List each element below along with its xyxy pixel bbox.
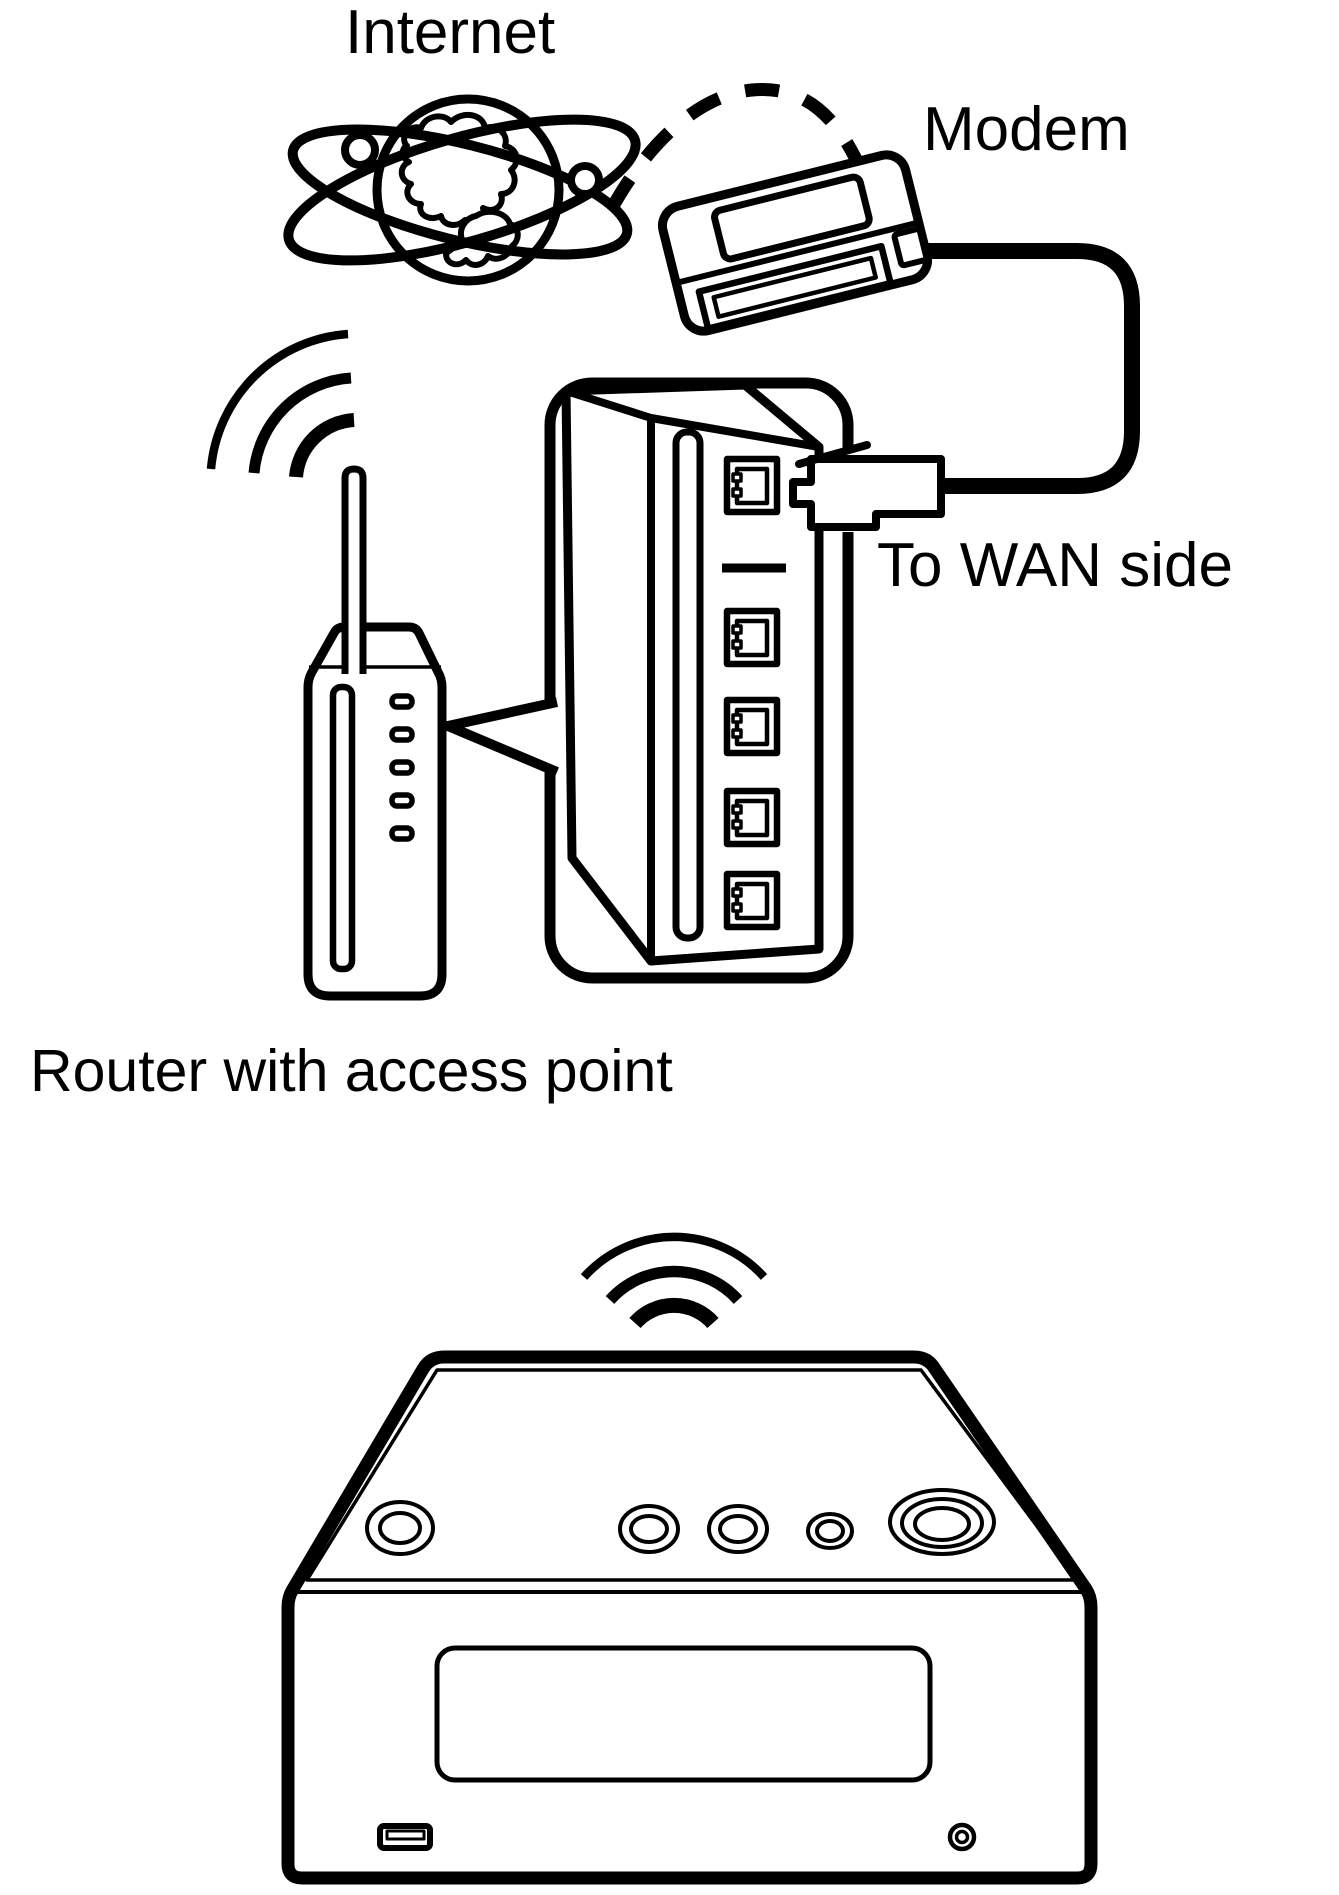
label-to-wan-side: To WAN side (877, 531, 1234, 600)
label-router-with-access-point: Router with access point (30, 1038, 673, 1104)
rj45-plug-icon (789, 441, 945, 531)
wifi-router-icon (206, 329, 447, 1001)
lan-port-icon (723, 870, 781, 931)
satellite-node-icon (567, 162, 603, 198)
knob-icon (618, 1504, 680, 1554)
label-modem: Modem (923, 95, 1130, 164)
status-led-icon (389, 693, 415, 842)
ethernet-cable (895, 243, 1140, 494)
knob-icon (707, 1504, 769, 1554)
modem-screen (711, 173, 873, 263)
satellite-node-icon (341, 131, 379, 169)
network-receiver-icon (281, 1232, 1098, 1885)
wifi-signal-icon (580, 1232, 768, 1329)
modem-port (891, 226, 930, 269)
lan-port-icon (723, 607, 781, 668)
wifi-signal-icon (206, 329, 355, 478)
router-ports-zoom-panel (443, 377, 945, 984)
lan-port-icon (723, 696, 781, 757)
internet-dashed-link (606, 83, 868, 212)
callout-wedge (443, 697, 559, 777)
label-internet: Internet (345, 0, 556, 67)
display-panel (434, 1645, 933, 1783)
router-slot (672, 428, 704, 942)
lan-port-icon (723, 787, 781, 848)
internet-globe-icon (283, 94, 641, 286)
router-body-zoomed (561, 380, 824, 966)
volume-knob-icon (888, 1488, 996, 1556)
knob-icon (365, 1500, 435, 1556)
antenna-icon (341, 465, 367, 674)
wan-port-icon (723, 455, 781, 516)
power-button-icon (947, 1822, 977, 1852)
usb-port-icon (377, 1823, 433, 1851)
modem-icon (657, 150, 933, 336)
knob-icon (806, 1512, 854, 1550)
top-panel-buttons (365, 1488, 996, 1556)
